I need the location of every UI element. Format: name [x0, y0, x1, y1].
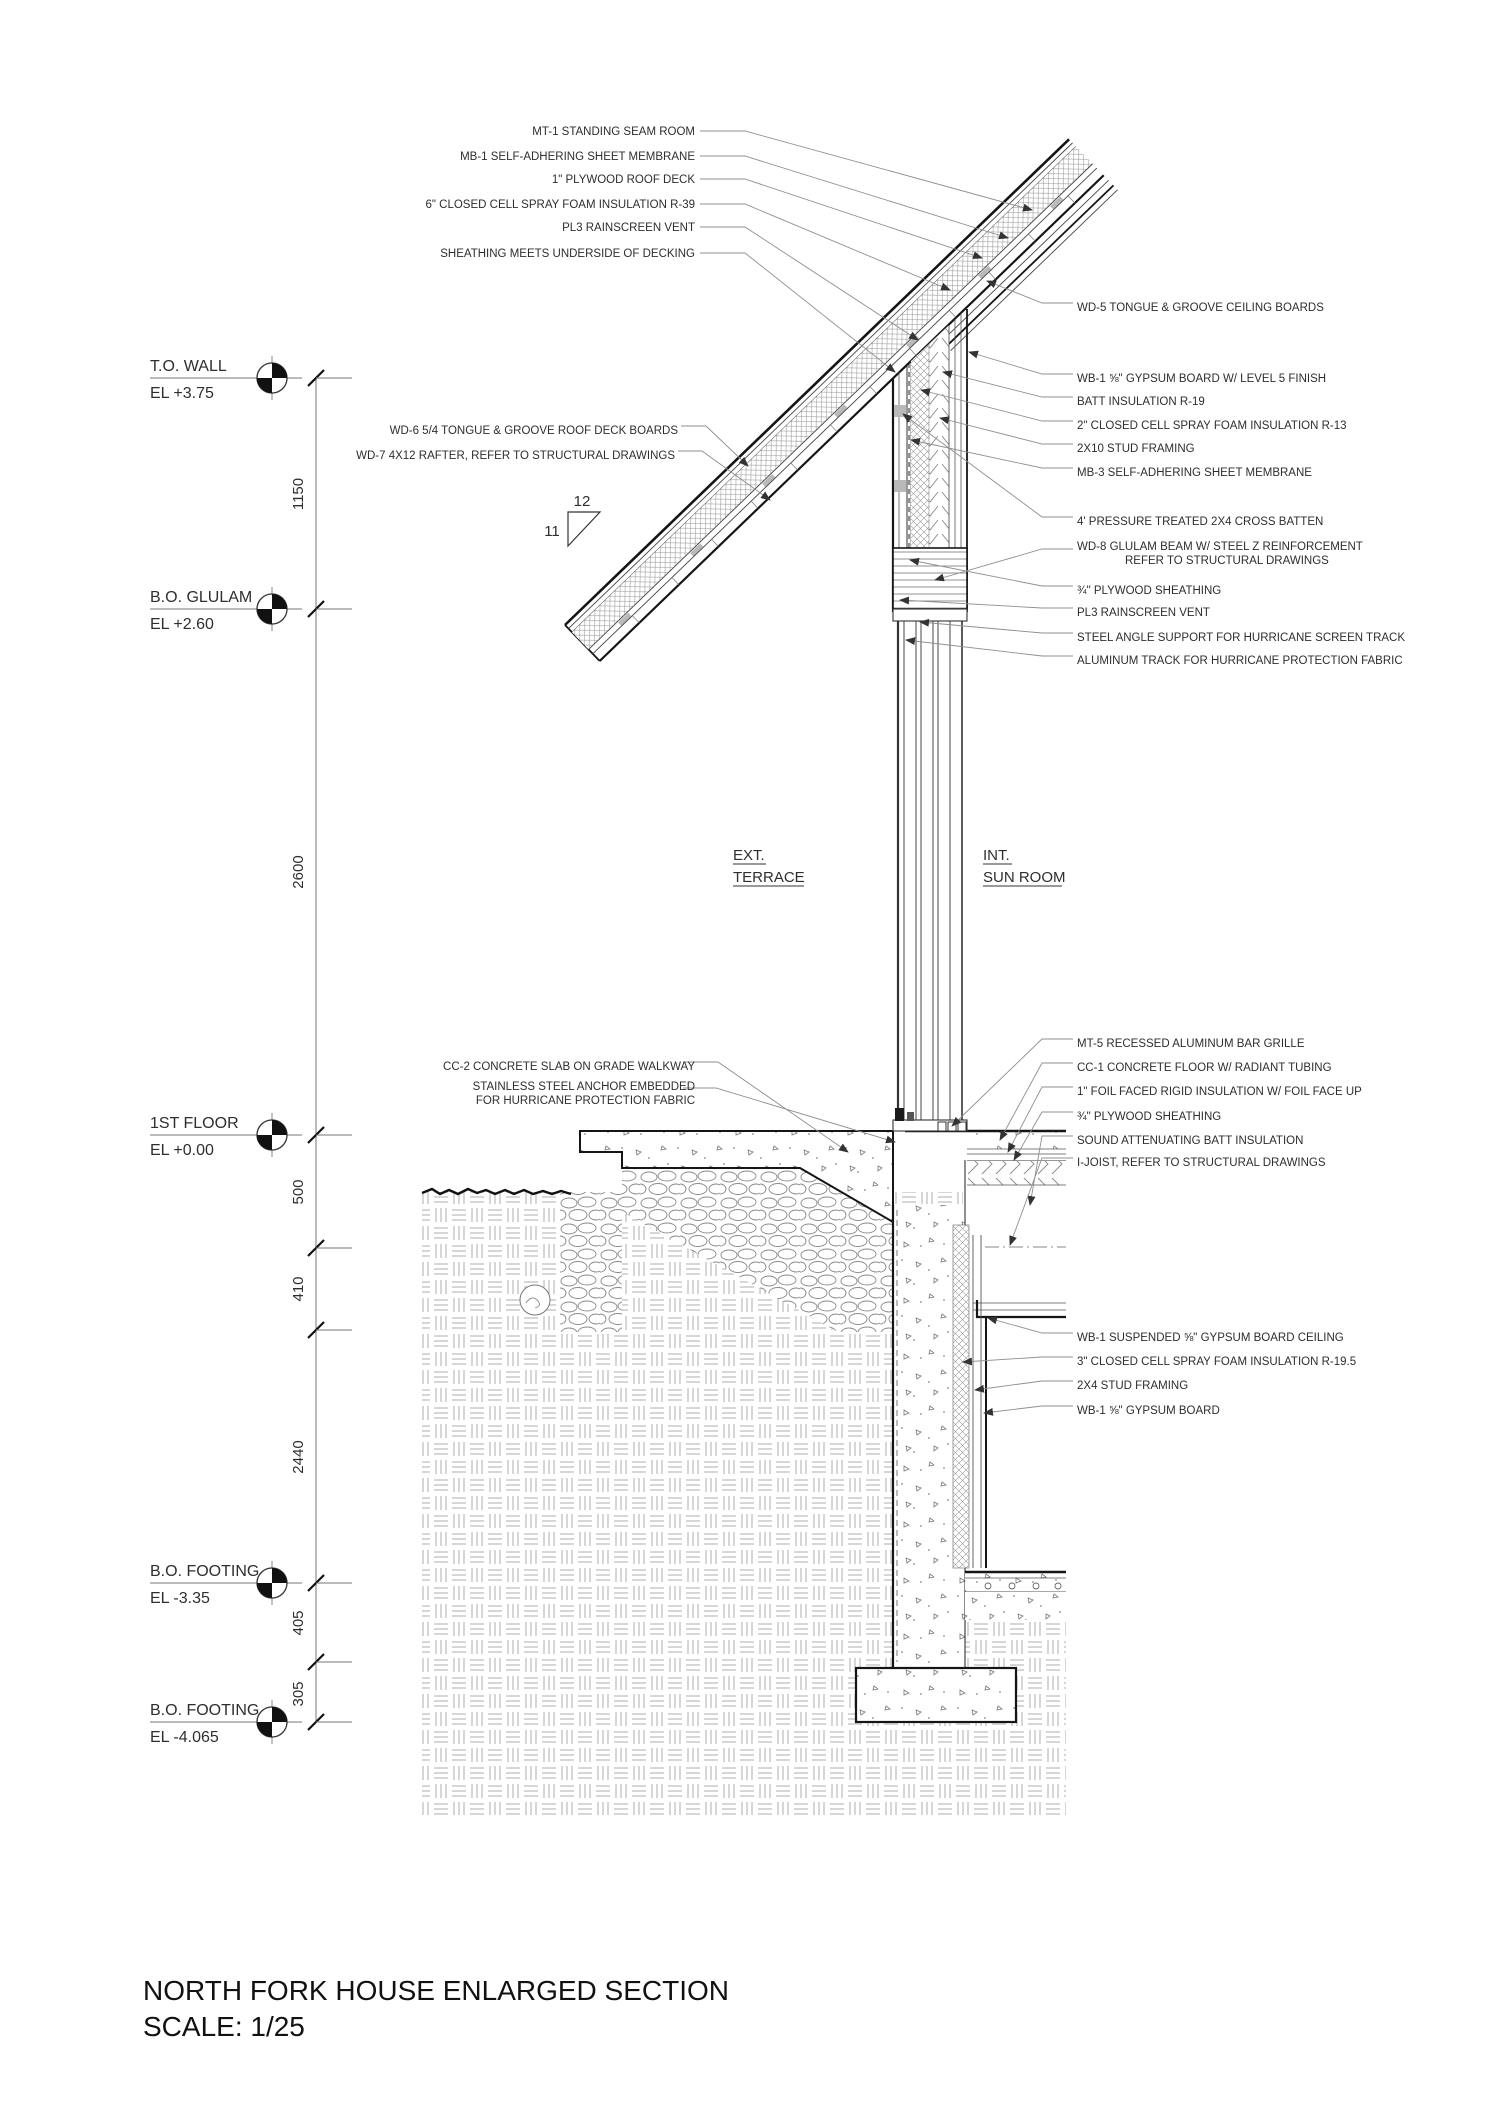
callout-wd8-line2: REFER TO STRUCTURAL DRAWINGS [1125, 555, 1329, 567]
cross-batten [894, 480, 906, 492]
callout-roof-foam: 6" CLOSED CELL SPRAY FOAM INSULATION R-3… [425, 199, 695, 211]
elevation-value: EL -4.065 [150, 1729, 219, 1746]
elevation-value: EL +0.00 [150, 1142, 214, 1159]
slope-indicator: 12 11 [544, 493, 602, 548]
dim-410: 410 [290, 1276, 307, 1301]
drawing-scale: SCALE: 1/25 [143, 2011, 305, 2042]
room-labels: EXT. TERRACE INT. SUN ROOM [733, 847, 1066, 887]
hurricane-track [895, 1108, 904, 1121]
dim-2600: 2600 [290, 855, 307, 888]
callout-plywood-roof-deck: 1" PLYWOOD ROOF DECK [552, 174, 695, 186]
footing [854, 1666, 1018, 1724]
callout-plywood-sheathing: ¾" PLYWOOD SHEATHING [1077, 585, 1221, 597]
callout-mb1: MB-1 SELF-ADHERING SHEET MEMBRANE [460, 151, 695, 163]
boulder [519, 1284, 551, 1316]
basement-wall-finishes [952, 1224, 987, 1569]
room-ext-line1: EXT. [733, 847, 765, 864]
room-int-line2: SUN ROOM [983, 869, 1066, 886]
callout-wd8-line1: WD-8 GLULAM BEAM W/ STEEL Z REINFORCEMEN… [1077, 541, 1363, 553]
callout-steel-angle: STEEL ANGLE SUPPORT FOR HURRICANE SCREEN… [1077, 632, 1405, 644]
elevation-marker-to-wall: T.O. WALL EL +3.75 [150, 356, 302, 402]
callout-mb3: MB-3 SELF-ADHERING SHEET MEMBRANE [1077, 467, 1312, 479]
callout-2x4-stud: 2X4 STUD FRAMING [1077, 1380, 1188, 1392]
elevation-label: T.O. WALL [150, 358, 227, 375]
elevation-label: B.O. FOOTING [150, 1563, 259, 1580]
elevation-value: EL +3.75 [150, 385, 214, 402]
callout-wb1-level5: WB-1 ⅝" GYPSUM BOARD W/ LEVEL 5 FINISH [1077, 373, 1326, 385]
grade-line [421, 1187, 572, 1196]
dim-405: 405 [290, 1610, 307, 1635]
window-glazing [892, 608, 968, 1132]
title-block: NORTH FORK HOUSE ENLARGED SECTION SCALE:… [143, 1975, 729, 2042]
gravel-hatch [560, 1168, 893, 1332]
elevation-marker-bo-footing-2: B.O. FOOTING EL -4.065 [150, 1700, 302, 1746]
window-sill [892, 1119, 968, 1132]
callout-wd6: WD-6 5/4 TONGUE & GROOVE ROOF DECK BOARD… [390, 425, 679, 437]
callout-wd5: WD-5 TONGUE & GROOVE CEILING BOARDS [1077, 302, 1324, 314]
elevation-marker-1st-floor: 1ST FLOOR EL +0.00 [150, 1113, 302, 1159]
callout-cc1: CC-1 CONCRETE FLOOR W/ RADIANT TUBING [1077, 1062, 1332, 1074]
callout-wb1-suspended: WB-1 SUSPENDED ⅝" GYPSUM BOARD CEILING [1077, 1332, 1344, 1344]
elevation-value: EL -3.35 [150, 1590, 210, 1607]
elevation-marker-bo-footing-1: B.O. FOOTING EL -3.35 [150, 1561, 302, 1607]
callout-aluminum-track: ALUMINUM TRACK FOR HURRICANE PROTECTION … [1077, 655, 1403, 667]
roof-assembly [564, 138, 1118, 662]
callout-pl3-wall: PL3 RAINSCREEN VENT [1077, 607, 1210, 619]
callout-anchor-line2: FOR HURRICANE PROTECTION FABRIC [476, 1095, 695, 1107]
callout-cc2: CC-2 CONCRETE SLAB ON GRADE WALKWAY [443, 1061, 695, 1073]
callout-cross-batten: 4' PRESSURE TREATED 2X4 CROSS BATTEN [1077, 516, 1323, 528]
basement-slab [965, 1570, 1066, 1620]
room-int-line1: INT. [983, 847, 1010, 864]
callout-mt1: MT-1 STANDING SEAM ROOM [532, 126, 695, 138]
callout-wd7: WD-7 4X12 RAFTER, REFER TO STRUCTURAL DR… [356, 450, 675, 462]
callout-ijoist: I-JOIST, REFER TO STRUCTURAL DRAWINGS [1077, 1157, 1326, 1169]
window-head [892, 608, 968, 622]
callout-sheathing-decking: SHEATHING MEETS UNDERSIDE OF DECKING [440, 248, 695, 260]
callout-2x10-stud: 2X10 STUD FRAMING [1077, 443, 1195, 455]
elevation-marker-bo-glulam: B.O. GLULAM EL +2.60 [150, 587, 302, 633]
callout-floor-plywood: ¾" PLYWOOD SHEATHING [1077, 1111, 1221, 1123]
elevation-label: B.O. GLULAM [150, 589, 252, 606]
recessed-grille [937, 1121, 967, 1132]
callout-batt-r19: BATT INSULATION R-19 [1077, 396, 1205, 408]
callout-labels: MT-1 STANDING SEAM ROOM MB-1 SELF-ADHERI… [356, 126, 1405, 1417]
callout-foam-r13: 2" CLOSED CELL SPRAY FOAM INSULATION R-1… [1077, 420, 1347, 432]
terrace-slab [579, 1130, 894, 1224]
room-ext-line2: TERRACE [733, 869, 805, 886]
slope-rise: 12 [574, 493, 591, 510]
elevation-value: EL +2.60 [150, 616, 214, 633]
dimension-line: 1150 2600 500 410 2440 405 305 [290, 369, 352, 1731]
elevation-markers: T.O. WALL EL +3.75 B.O. GLULAM EL +2.60 … [150, 356, 302, 1746]
slope-run: 11 [544, 523, 560, 540]
dim-305: 305 [290, 1681, 307, 1706]
leader-lines [678, 130, 1073, 1416]
callout-wb1-gypsum: WB-1 ⅝" GYPSUM BOARD [1077, 1405, 1220, 1417]
dim-1150: 1150 [290, 478, 307, 510]
drawing-title: NORTH FORK HOUSE ENLARGED SECTION [143, 1975, 729, 2006]
elevation-label: 1ST FLOOR [150, 1115, 239, 1132]
dim-500: 500 [290, 1179, 307, 1204]
callout-sound-batt: SOUND ATTENUATING BATT INSULATION [1077, 1135, 1303, 1147]
hurricane-anchor [907, 1112, 914, 1121]
roof-battens [618, 196, 1064, 627]
callout-anchor-line1: STAINLESS STEEL ANCHOR EMBEDDED [473, 1081, 695, 1093]
callout-pl3-roof: PL3 RAINSCREEN VENT [562, 222, 695, 234]
callout-mt5: MT-5 RECESSED ALUMINUM BAR GRILLE [1077, 1038, 1305, 1050]
callout-foam-r195: 3" CLOSED CELL SPRAY FOAM INSULATION R-1… [1077, 1356, 1356, 1368]
glulam-beam [892, 547, 968, 610]
elevation-label: B.O. FOOTING [150, 1702, 259, 1719]
dim-2440: 2440 [290, 1440, 307, 1473]
callout-foil-insulation: 1" FOIL FACED RIGID INSULATION W/ FOIL F… [1077, 1086, 1362, 1098]
